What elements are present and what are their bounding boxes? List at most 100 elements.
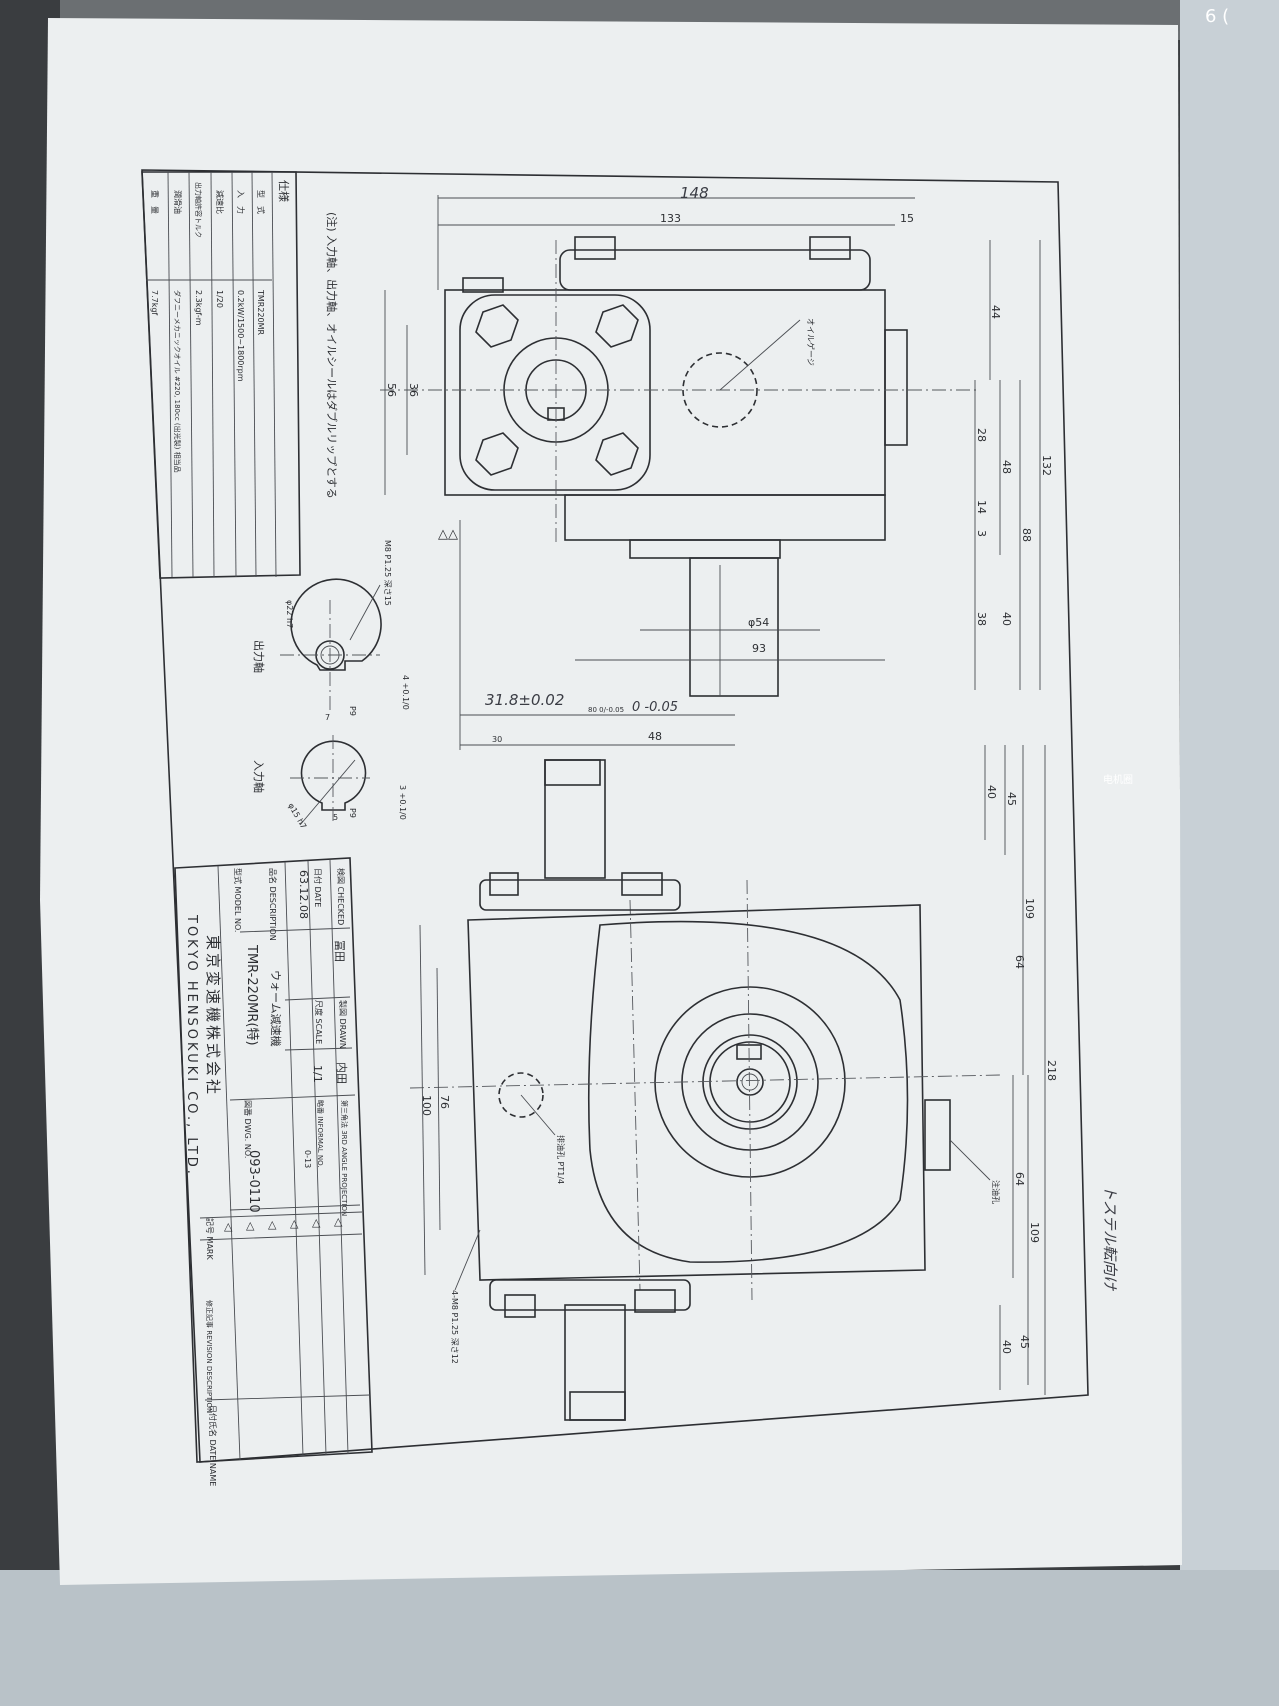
dim-218: 218: [1045, 1060, 1058, 1081]
output-fit: P9: [348, 706, 357, 716]
spec-value: 7.7kgf: [150, 290, 159, 315]
checked-label: 検図 CHECKED: [336, 868, 346, 925]
input-key-depth: 3 +0.1/0: [398, 785, 407, 820]
spec-title: 仕様: [277, 180, 291, 202]
output-shaft: [689, 557, 779, 697]
oil-gauge-label: オイルゲージ: [806, 318, 816, 366]
spec-table: 仕様 型 式 TMR220MR 入 力 0.2kW/1500~1800rpm 減…: [141, 171, 301, 579]
dim-30: 30: [492, 735, 502, 744]
revision-mark: △: [334, 1215, 343, 1228]
fill-plug: [924, 1099, 951, 1171]
mount-tap-label: 4-M8 P1.25 深さ12: [450, 1290, 459, 1364]
drain-label: 排油孔 PT1/4: [556, 1135, 566, 1184]
dim-36: 36: [407, 383, 420, 397]
spec-value: ダフニーメカニックオイル #220, 180cc (出光製) 相当品: [173, 290, 182, 473]
dim-76: 76: [438, 1095, 451, 1109]
oil-gauge-boss: [884, 329, 908, 446]
revision-mark: △: [312, 1216, 321, 1229]
input-fit: P9: [348, 808, 357, 818]
dim-14: 14: [975, 500, 988, 514]
projection-label: 第三角法 3RD ANGLE PROJECTION: [340, 1100, 349, 1216]
spec-value: 2.3kgf-m: [194, 290, 203, 326]
date-label: 日付 DATE: [313, 868, 323, 907]
dim-15: 15: [900, 212, 914, 225]
front-view: 排油孔 PT1/4 注油孔 40 45 109 64 218 64 109 45…: [409, 745, 1058, 1421]
dim-40-bottom: 40: [1000, 1340, 1013, 1354]
dim-31-8-handwritten: 31.8±0.02: [485, 691, 564, 709]
note-text: (注) 入力軸、出力軸、オイルシールはダブルリップとする: [325, 212, 339, 499]
output-key-depth: 4 +0.1/0: [401, 675, 410, 710]
scale-label: 尺度 SCALE: [314, 1000, 324, 1044]
date-value: 63.12.08: [297, 870, 310, 919]
revision-mark: △: [268, 1218, 277, 1231]
input-key-width: 5: [333, 813, 338, 822]
paper-sheet: [40, 18, 1182, 1585]
flange-bolt-icons: [475, 304, 639, 476]
spec-value: 0.2kW/1500~1800rpm: [236, 290, 245, 382]
input-shaft-label: 入力軸: [252, 760, 266, 793]
spec-label: 減速比: [215, 190, 225, 214]
dim-64-top: 64: [1013, 955, 1026, 969]
watermark: 电机圈: [1103, 773, 1133, 786]
dim-45-bottom: 45: [1018, 1335, 1031, 1349]
dim-64-bottom: 64: [1013, 1172, 1026, 1186]
company-name-en: TOKYO HENSOKUKI CO., LTD.: [184, 914, 199, 1177]
dim-44: 44: [989, 305, 1002, 319]
bolt-head: [809, 236, 851, 260]
dim-100: 100: [420, 1095, 433, 1116]
input-flange: [459, 294, 651, 491]
revision-mark-label: 記号 MARK: [205, 1218, 215, 1260]
output-key-width: 7: [325, 713, 330, 722]
output-tap-label: M8 P1.25 深さ15: [383, 540, 392, 606]
dim-40: 40: [1000, 612, 1013, 626]
dim-148: 148: [680, 184, 709, 202]
spec-label: 重 量: [150, 190, 160, 214]
model-value: TMR-220MR(特): [244, 944, 259, 1046]
dim-109-top: 109: [1023, 898, 1036, 919]
dim-40-top: 40: [985, 785, 998, 799]
drain-hole: [498, 1072, 544, 1118]
informal-label: 略番 INFORMAL NO.: [316, 1100, 325, 1168]
scale-value: 1/1: [311, 1065, 324, 1083]
triangle-mark: △△: [438, 527, 458, 542]
revision-mark: △: [290, 1217, 299, 1230]
dim-56: 56: [385, 383, 398, 397]
drawn-value: 内田: [335, 1062, 349, 1084]
revision-desc-label: 修正記事 REVISION DESCRIPTION: [205, 1300, 214, 1413]
spec-label: 入 力: [236, 190, 246, 214]
output-dia-label: φ22 h7: [285, 600, 294, 628]
spec-label: 出力軸許容トルク: [194, 182, 203, 238]
dim-80-handwritten-tolerance: 0 -0.05: [632, 700, 678, 715]
checked-value: 冨田: [333, 940, 346, 962]
dim-88: 88: [1020, 528, 1033, 542]
model-label: 型式 MODEL NO.: [233, 868, 243, 932]
dwg-label: 図番 DWG. NO.: [243, 1100, 253, 1158]
description-label: 品名 DESCRIPTION: [268, 868, 278, 941]
spec-label: 潤滑油: [173, 190, 183, 214]
fill-label: 注油孔: [991, 1180, 1001, 1204]
output-shaft-detail: M8 P1.25 深さ15 φ22 h7 出力軸 4 +0.1/0 7 P9: [252, 540, 410, 722]
phone-status-text: 6 (: [1205, 6, 1229, 27]
dim-28: 28: [975, 428, 988, 442]
company-name-jp: 東京変速機株式会社: [204, 935, 222, 1097]
spec-value: TMR220MR: [256, 289, 265, 336]
dim-80: 80 0/-0.05: [588, 706, 624, 714]
revision-date-label: 日付氏名 DATE NAME: [208, 1405, 218, 1486]
description-value: ウォーム減速機: [269, 970, 283, 1047]
drawn-label: 製図 DRAWN: [338, 1000, 348, 1049]
bottom-background: [0, 1570, 1279, 1706]
top-view: オイルゲージ 148 133 15 44 132 28 48 88 14 3 4…: [380, 184, 1053, 750]
dim-133: 133: [660, 212, 681, 225]
revision-mark: △: [246, 1219, 255, 1232]
revision-mark: △: [224, 1220, 233, 1233]
worm-wheel-housing: [587, 920, 909, 1263]
dim-48: 48: [1000, 460, 1013, 474]
spec-value: 1/20: [215, 290, 224, 308]
bolt-head: [574, 236, 616, 260]
title-block: 検図 CHECKED 冨田 製図 DRAWN 内田 第三角法 3RD ANGLE…: [174, 857, 373, 1486]
dim-phi54: φ54: [748, 616, 769, 629]
dim-45-top: 45: [1005, 792, 1018, 806]
oil-gauge-hidden-circle: [682, 352, 758, 428]
